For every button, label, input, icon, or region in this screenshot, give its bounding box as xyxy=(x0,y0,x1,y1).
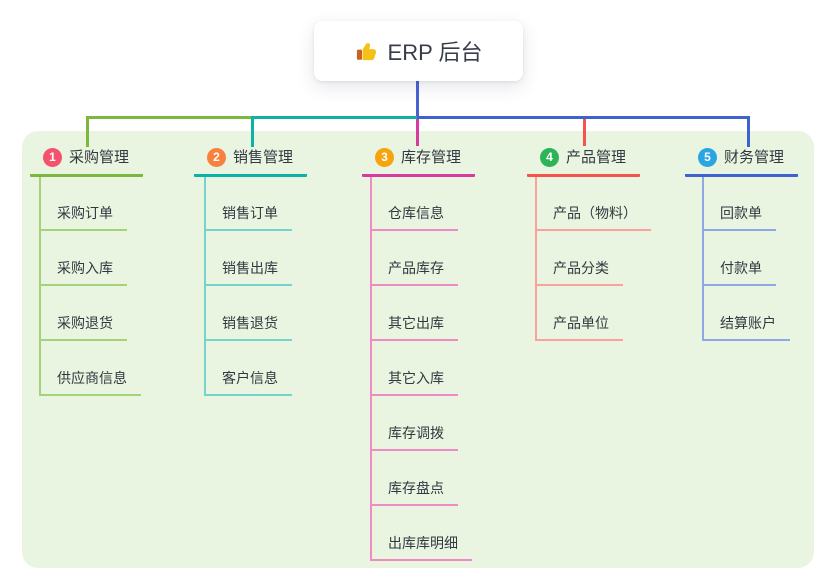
child-node: 采购订单 xyxy=(39,202,127,231)
child-label: 出库库明细 xyxy=(388,535,458,551)
branch-drop-line xyxy=(86,116,89,147)
branch-node: 5 财务管理 xyxy=(685,147,799,177)
child-node: 供应商信息 xyxy=(39,367,141,396)
child-node: 出库库明细 xyxy=(370,532,472,561)
child-label: 产品单位 xyxy=(553,315,609,331)
child-node: 库存调拨 xyxy=(370,422,458,451)
child-node: 采购退货 xyxy=(39,312,127,341)
child-node: 仓库信息 xyxy=(370,202,458,231)
child-label: 客户信息 xyxy=(222,370,278,386)
child-node: 产品分类 xyxy=(535,257,623,286)
child-label: 采购入库 xyxy=(57,260,113,276)
child-node: 库存盘点 xyxy=(370,477,458,506)
branch-drop-line xyxy=(583,119,586,146)
branch-badge: 4 xyxy=(540,148,559,167)
child-label: 产品（物料） xyxy=(553,205,637,221)
root-node: ERP 后台 xyxy=(314,21,523,81)
child-label: 其它出库 xyxy=(388,315,444,331)
branch-drop-line xyxy=(251,116,254,147)
branch-node: 3 库存管理 xyxy=(362,147,476,177)
child-label: 销售订单 xyxy=(222,205,278,221)
branch-badge: 5 xyxy=(698,148,717,167)
child-label: 产品库存 xyxy=(388,260,444,276)
branch-badge: 2 xyxy=(207,148,226,167)
child-label: 结算账户 xyxy=(720,315,776,331)
child-label: 其它入库 xyxy=(388,370,444,386)
child-node: 产品（物料） xyxy=(535,202,651,231)
child-label: 供应商信息 xyxy=(57,370,127,386)
branch-trunk-line xyxy=(39,177,41,396)
branch-trunk-line xyxy=(204,177,206,396)
child-node: 其它入库 xyxy=(370,367,458,396)
child-label: 付款单 xyxy=(720,260,762,276)
child-node: 采购入库 xyxy=(39,257,127,286)
branch-trunk-line xyxy=(370,177,372,561)
child-label: 仓库信息 xyxy=(388,205,444,221)
child-node: 回款单 xyxy=(702,202,776,231)
child-node: 其它出库 xyxy=(370,312,458,341)
branch-node: 1 采购管理 xyxy=(30,147,144,177)
branch-trunk-line xyxy=(535,177,537,341)
child-node: 销售退货 xyxy=(204,312,292,341)
child-label: 采购退货 xyxy=(57,315,113,331)
child-label: 产品分类 xyxy=(553,260,609,276)
root-title: ERP 后台 xyxy=(387,40,483,65)
branch-badge: 1 xyxy=(43,148,62,167)
bus-connector-segment xyxy=(417,116,750,119)
branch-node: 4 产品管理 xyxy=(527,147,641,177)
child-node: 客户信息 xyxy=(204,367,292,396)
branch-label: 采购管理 xyxy=(69,149,130,166)
branch-label: 销售管理 xyxy=(233,149,294,166)
child-node: 付款单 xyxy=(702,257,776,286)
child-label: 库存调拨 xyxy=(388,425,444,441)
branch-label: 财务管理 xyxy=(724,149,785,166)
child-label: 销售出库 xyxy=(222,260,278,276)
bus-connector-segment xyxy=(251,116,418,119)
bus-connector-segment xyxy=(86,116,253,119)
child-label: 回款单 xyxy=(720,205,762,221)
child-node: 销售出库 xyxy=(204,257,292,286)
child-label: 销售退货 xyxy=(222,315,278,331)
child-node: 产品库存 xyxy=(370,257,458,286)
child-node: 结算账户 xyxy=(702,312,790,341)
child-node: 产品单位 xyxy=(535,312,623,341)
child-label: 采购订单 xyxy=(57,205,113,221)
branches-panel xyxy=(22,131,814,568)
branch-node: 2 销售管理 xyxy=(194,147,308,177)
branch-badge: 3 xyxy=(375,148,394,167)
branch-drop-line xyxy=(747,116,750,147)
thumbs-up-icon xyxy=(355,40,378,63)
branch-label: 产品管理 xyxy=(566,149,627,166)
branch-trunk-line xyxy=(702,177,704,341)
branch-drop-line xyxy=(416,119,419,146)
branch-label: 库存管理 xyxy=(401,149,462,166)
child-label: 库存盘点 xyxy=(388,480,444,496)
root-connector-line xyxy=(416,81,419,119)
child-node: 销售订单 xyxy=(204,202,292,231)
